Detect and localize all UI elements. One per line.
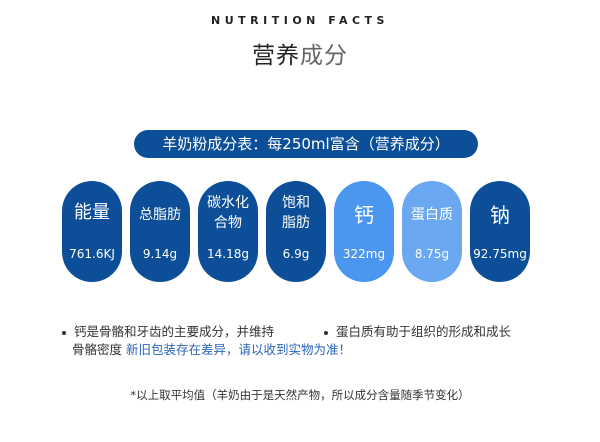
nutrition-banner: 羊奶粉成分表：每250ml富含（营养成分）	[134, 130, 478, 158]
packaging-notice: 新旧包装存在差异，请以收到实物为准！	[126, 342, 352, 357]
nutrient-name: 能量	[74, 202, 110, 223]
note-calcium-cont: 骨骼密度 新旧包装存在差异，请以收到实物为准！	[72, 341, 351, 359]
note-text: 蛋白质有助于组织的形成和成长	[336, 324, 512, 339]
nutrient-calcium: 钙 322mg	[334, 181, 394, 282]
nutrient-value: 14.18g	[207, 247, 249, 261]
nutrient-value: 9.14g	[142, 247, 178, 261]
nutrient-saturated-fat: 饱和脂肪 6.9g	[266, 181, 326, 282]
nutrient-name: 钙	[354, 203, 374, 227]
nutrient-value: 8.75g	[414, 247, 450, 261]
note-protein: 蛋白质有助于组织的形成和成长	[324, 323, 511, 341]
nutrient-value: 92.75mg	[473, 247, 527, 261]
english-title: NUTRITION FACTS	[211, 14, 389, 27]
nutrient-total-fat: 总脂肪 9.14g	[130, 181, 190, 282]
nutrient-protein: 蛋白质 8.75g	[402, 181, 462, 282]
bullet-icon	[324, 330, 328, 335]
nutrient-name: 碳水化合物	[207, 195, 249, 231]
note-calcium: 钙是骨骼和牙齿的主要成分，并维持	[62, 323, 274, 341]
nutrient-name: 蛋白质	[411, 207, 453, 223]
note-text: 骨骼密度	[72, 342, 123, 357]
nutrient-energy: 能量 761.6KJ	[62, 181, 122, 282]
title-part-a: 营养	[252, 43, 300, 69]
nutrient-value: 6.9g	[282, 247, 310, 261]
nutrient-name: 饱和脂肪	[282, 195, 310, 231]
footnote: *以上取平均值（羊奶由于是天然产物，所以成分含量随季节变化）	[130, 388, 470, 402]
nutrient-sodium: 钠 92.75mg	[470, 181, 530, 282]
nutrient-name: 钠	[490, 203, 510, 227]
title-part-b: 成分	[300, 43, 348, 69]
page-title: 营养成分	[0, 36, 600, 70]
nutrient-value: 761.6KJ	[69, 247, 115, 261]
note-text: 钙是骨骼和牙齿的主要成分，并维持	[74, 324, 275, 339]
nutrient-name: 总脂肪	[139, 207, 181, 223]
nutrient-carbohydrate: 碳水化合物 14.18g	[198, 181, 258, 282]
bullet-icon	[62, 330, 66, 335]
nutrient-value: 322mg	[342, 247, 386, 261]
